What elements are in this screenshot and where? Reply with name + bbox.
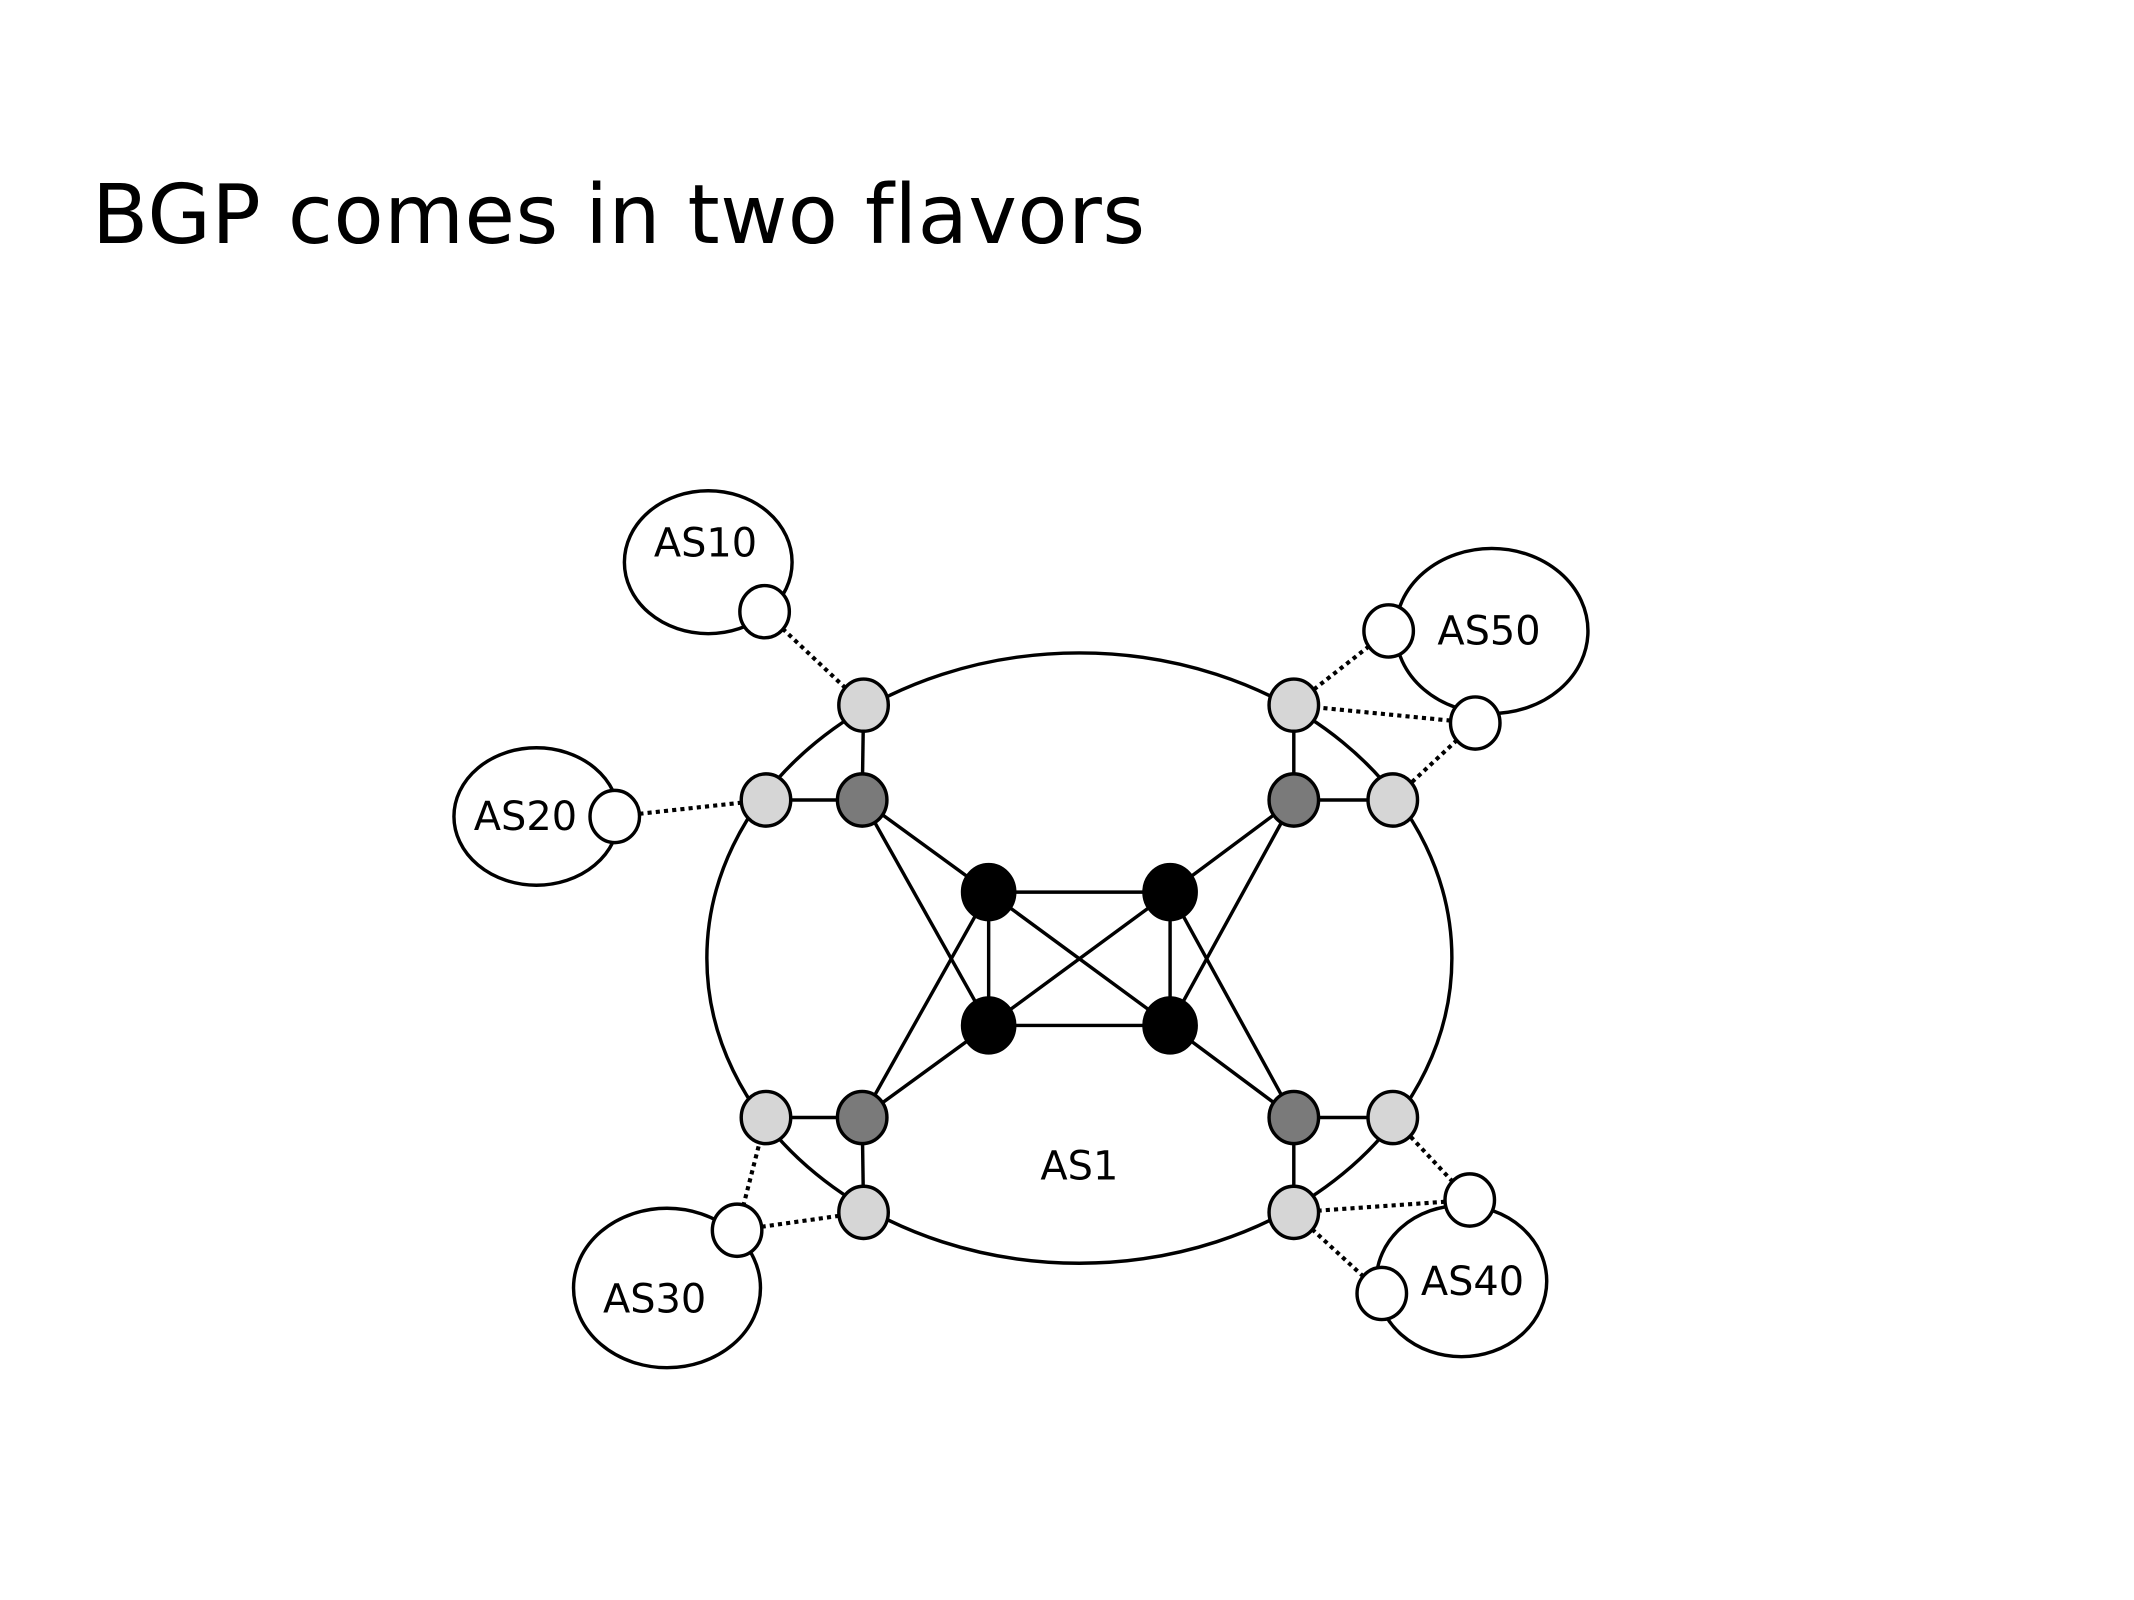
as20-label: AS20 (474, 794, 577, 840)
ebgp-link (1293, 703, 1476, 726)
core-router (1142, 862, 1198, 922)
external-router (738, 583, 792, 640)
as10-label: AS10 (654, 521, 757, 567)
border-router (739, 1089, 793, 1146)
as30-cloud (571, 1206, 763, 1370)
border-router (1366, 1089, 1420, 1146)
external-router (1355, 1265, 1409, 1322)
as30-label: AS30 (603, 1277, 706, 1323)
core-router (960, 862, 1017, 922)
as40-label: AS40 (1421, 1259, 1524, 1305)
external-router (1448, 695, 1502, 751)
border-router (1366, 772, 1420, 828)
ibgp-link (1168, 799, 1296, 1027)
internal-router (835, 1089, 889, 1146)
border-router (837, 677, 891, 733)
external-router (1362, 603, 1416, 659)
ibgp-link (860, 799, 991, 1027)
routers (588, 583, 1502, 1322)
border-router (739, 772, 793, 828)
ibgp-link (987, 890, 1172, 1027)
border-router (1267, 1184, 1321, 1241)
as50-label: AS50 (1437, 609, 1540, 655)
as1-cloud (705, 651, 1454, 1265)
external-router (710, 1202, 764, 1259)
border-router (1267, 677, 1321, 733)
ibgp-link (1168, 891, 1296, 1119)
as10-cloud (622, 489, 794, 636)
links (614, 610, 1477, 1295)
as-clouds (452, 489, 1590, 1370)
core-router (960, 996, 1017, 1055)
internal-router (1267, 772, 1321, 828)
external-router (1443, 1172, 1497, 1228)
slide-title: BGP comes in two flavors (92, 168, 1146, 263)
ibgp-link (860, 891, 991, 1119)
as1-label: AS1 (1040, 1143, 1118, 1189)
border-router (837, 1184, 891, 1241)
ebgp-link (763, 610, 865, 707)
core-router (1142, 996, 1198, 1055)
internal-router (835, 772, 889, 828)
internal-router (1267, 1089, 1321, 1146)
external-router (588, 788, 642, 845)
